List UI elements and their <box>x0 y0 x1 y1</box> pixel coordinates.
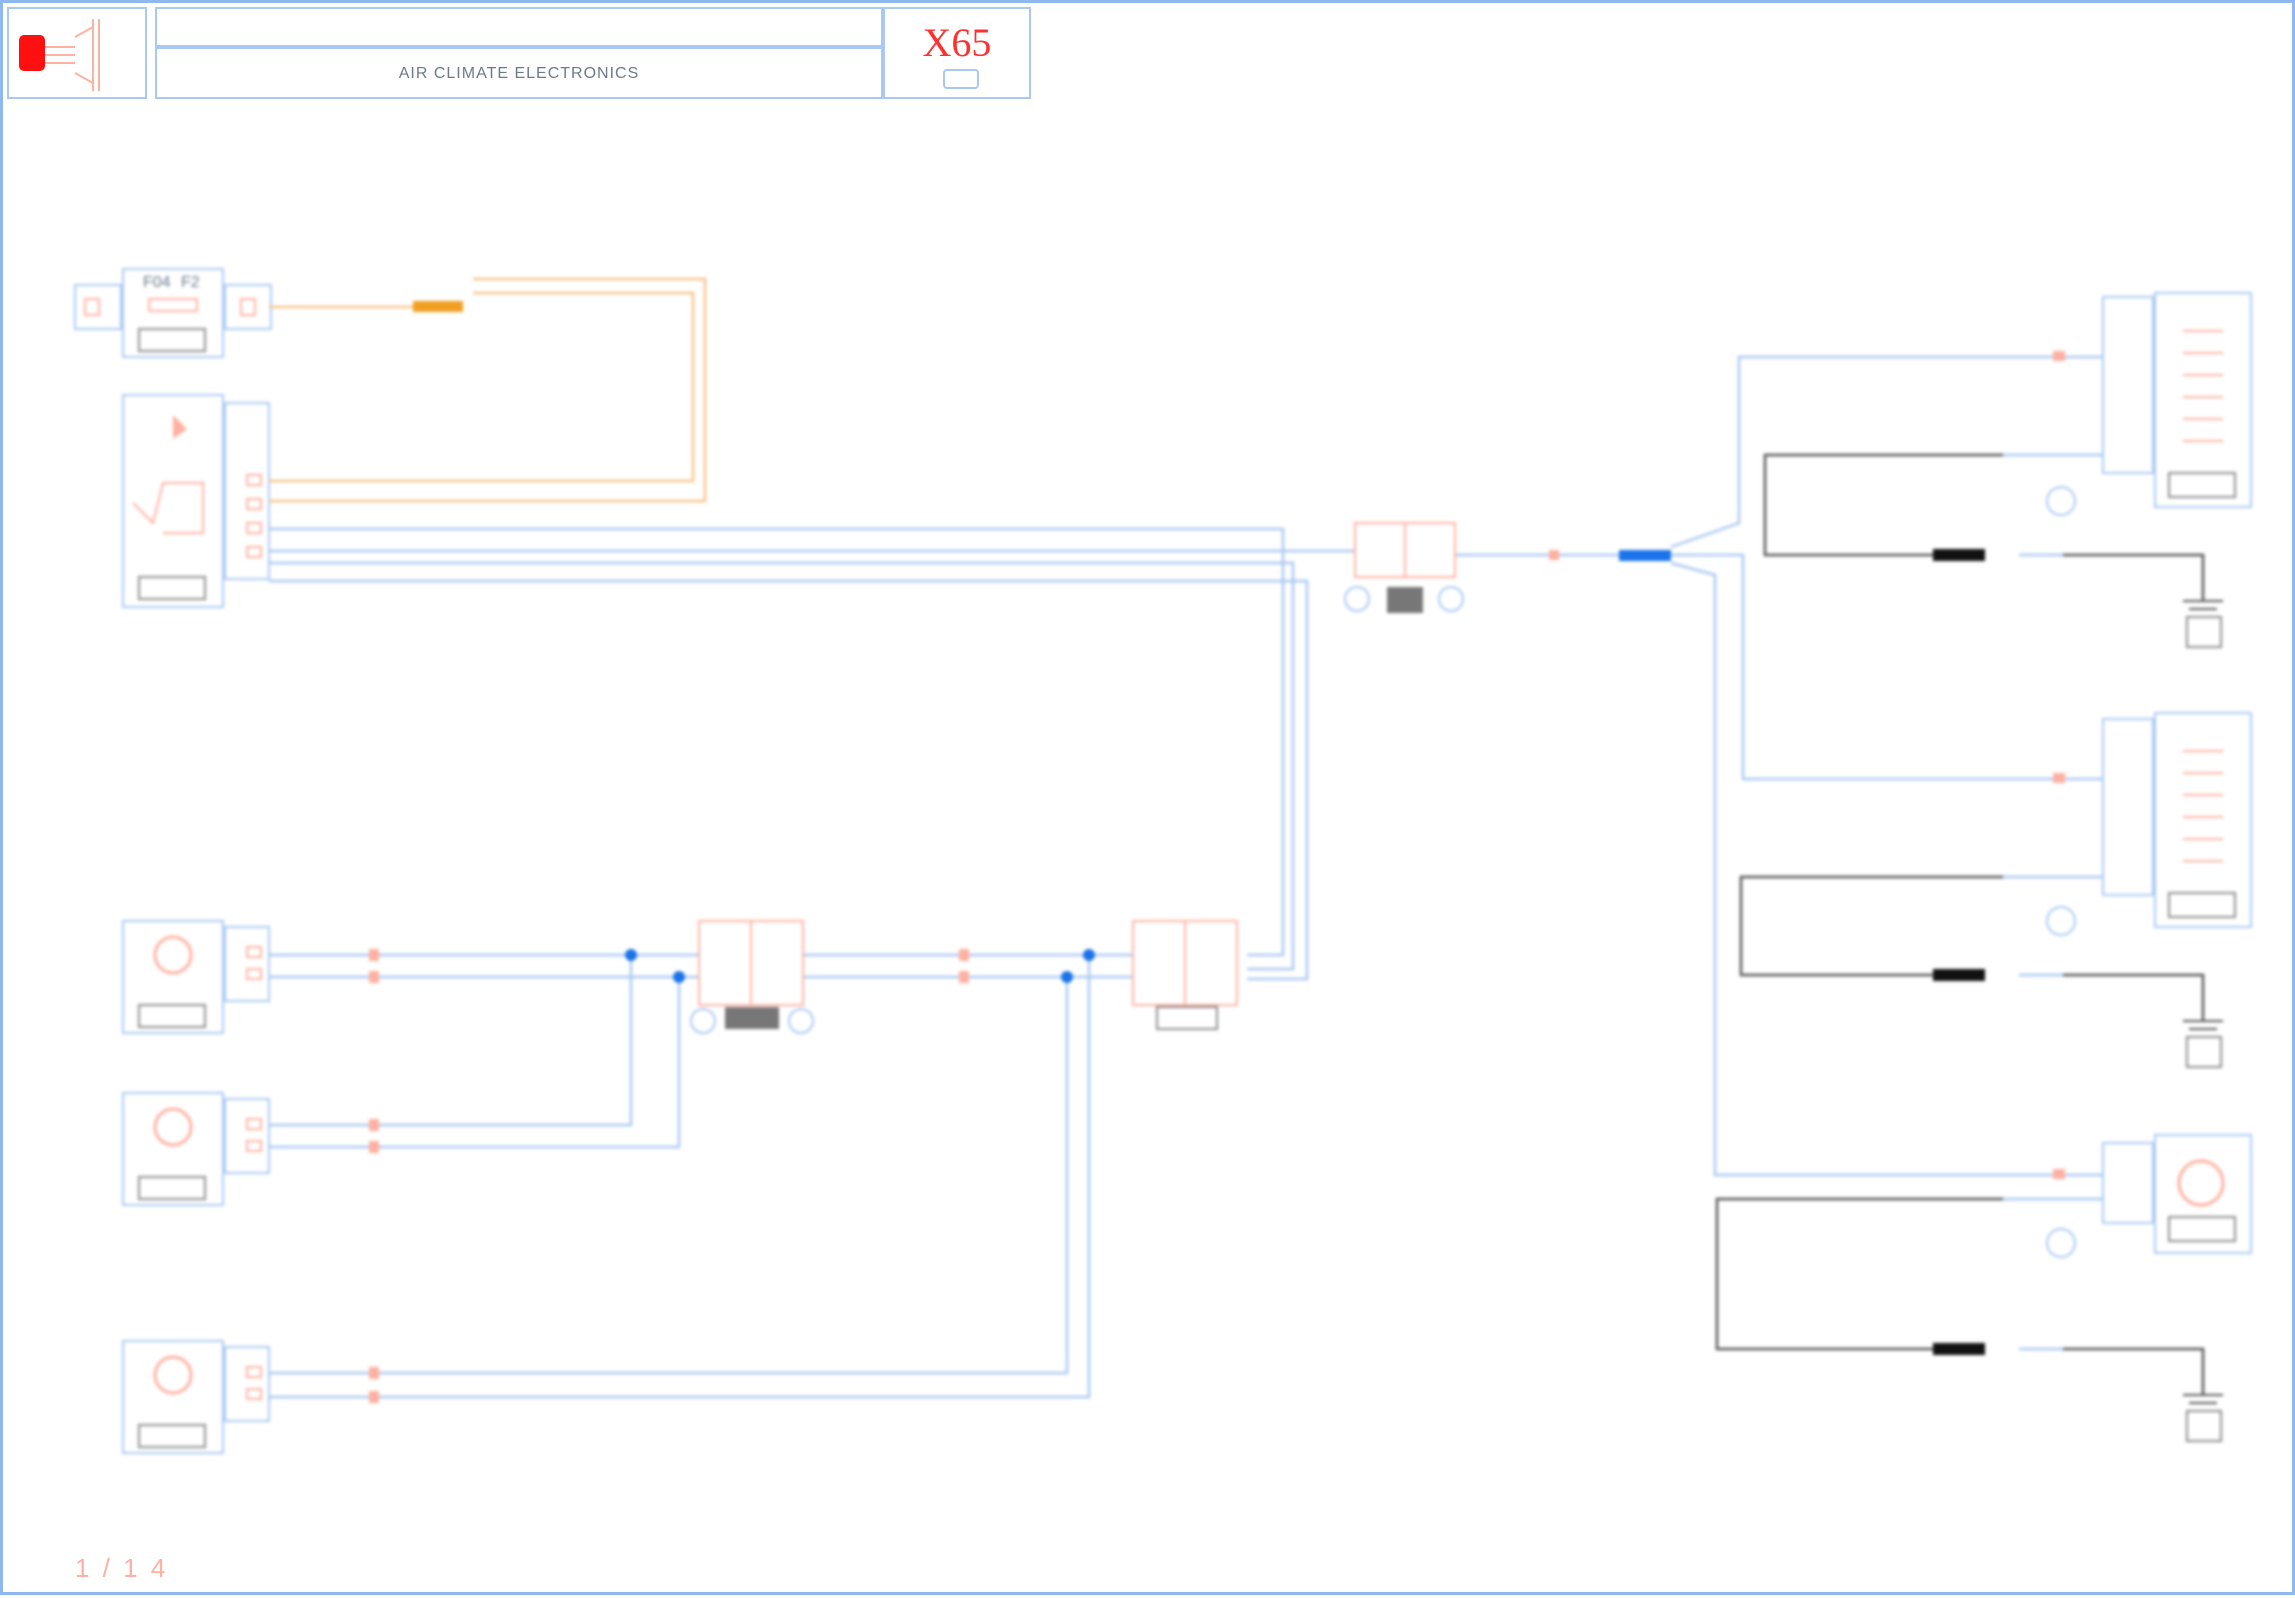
motor-1 <box>2046 1134 2252 1258</box>
logo-lines-icon <box>45 19 100 91</box>
sensor-1 <box>122 920 270 1034</box>
fuse-label: F04 <box>143 274 171 291</box>
code-cell: X65 <box>883 7 1031 99</box>
sensor-3 <box>122 1340 270 1454</box>
code-sub-box <box>943 69 979 89</box>
logo <box>7 7 147 99</box>
actuator-1 <box>2046 292 2252 516</box>
title-cell: AIR CLIMATE ELECTRONICS <box>155 47 883 99</box>
actuator-2 <box>2046 712 2252 936</box>
connector-tag <box>725 1007 779 1029</box>
blue-wires <box>269 527 1623 1399</box>
ground-icon <box>2183 600 2223 1442</box>
diagram-title: AIR CLIMATE ELECTRONICS <box>398 65 640 82</box>
connector-mid-right <box>1132 920 1238 1030</box>
connector-mid-left <box>690 920 814 1034</box>
brand-logo-icon <box>19 35 45 71</box>
connector-mid-top <box>1344 522 1464 613</box>
fuse-label-2: F2 <box>181 274 200 291</box>
ground-wires <box>1715 453 2205 1395</box>
climate-control-unit <box>122 394 270 608</box>
page-number: 1 / 1 4 <box>75 1553 169 1583</box>
title-block: AIR CLIMATE ELECTRONICS X65 <box>7 7 1031 99</box>
pin-stubs <box>369 351 2065 1403</box>
splice-blue <box>1619 550 1671 561</box>
triangle-icon <box>173 415 187 439</box>
diagram-code: X65 <box>922 20 992 65</box>
junction-dots <box>625 949 1095 983</box>
ground-splices <box>1933 549 1985 1355</box>
title-header-cell <box>155 7 883 47</box>
splice-orange <box>413 301 463 312</box>
wiring-schematic: F04 F2 <box>74 268 2252 1454</box>
right-wires <box>1670 355 2103 1351</box>
orange-wires <box>269 277 707 503</box>
fuse-block: F04 F2 <box>74 268 272 358</box>
sensor-2 <box>122 1092 270 1206</box>
